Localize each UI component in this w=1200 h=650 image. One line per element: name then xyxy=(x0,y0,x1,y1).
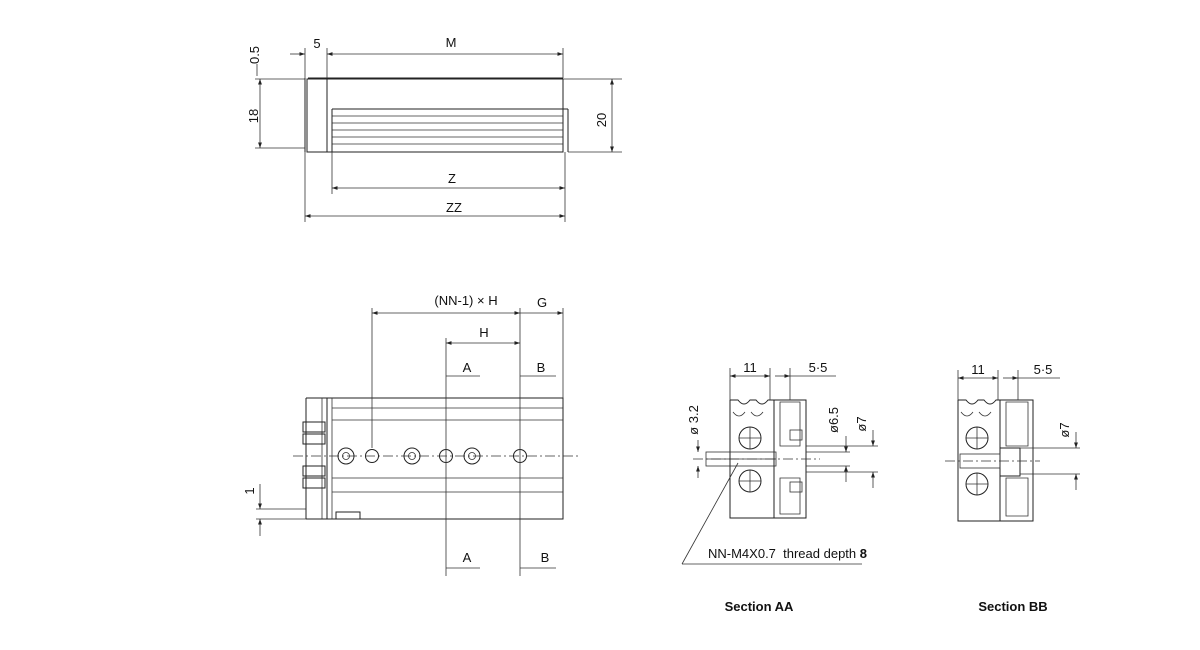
side-view: (NN-1) × H G H A B 1 A B xyxy=(242,293,578,576)
aa-dim-5-5-label: 5·5 xyxy=(809,360,828,375)
dim-20-label: 20 xyxy=(594,113,609,127)
section-aa-caption: Section AA xyxy=(725,599,794,614)
thread-callout: NN-M4X0.7 thread depth 8 xyxy=(708,546,867,561)
bb-dim-11-label: 11 xyxy=(971,362,985,377)
dim-g-label: G xyxy=(537,295,547,310)
dim-0-5-label: 0.5 xyxy=(247,46,262,64)
dim-1-label: 1 xyxy=(242,487,257,494)
top-view-body xyxy=(304,77,569,153)
dim-h-label: H xyxy=(479,325,488,340)
section-aa: 11 5·5 ø 3.2 ø6.5 ø7 NN-M4X0.7 thread de… xyxy=(681,360,878,614)
aa-dim-d3-2-label: ø 3.2 xyxy=(686,405,701,435)
top-view: 0.5 5 M 18 20 Z ZZ xyxy=(246,35,622,222)
section-bb-profile xyxy=(957,399,1034,522)
aa-dim-11-label: 11 xyxy=(743,360,757,375)
dim-z-label: Z xyxy=(448,171,456,186)
bb-dim-5-5-label: 5·5 xyxy=(1034,362,1053,377)
dim-5-label: 5 xyxy=(313,36,320,51)
aa-dim-d7-label: ø7 xyxy=(854,416,869,431)
dim-nn1h-label: (NN-1) × H xyxy=(434,293,497,308)
dim-b-top-label: B xyxy=(537,360,546,375)
dim-zz-label: ZZ xyxy=(446,200,462,215)
section-bb-caption: Section BB xyxy=(978,599,1047,614)
section-bb: 11 5·5 ø7 Section BB xyxy=(945,362,1080,614)
dim-m-label: M xyxy=(446,35,457,50)
thread-callout-text: NN-M4X0.7 thread depth xyxy=(708,546,860,561)
dim-a-bot-label: A xyxy=(463,550,472,565)
side-view-body xyxy=(302,397,564,520)
thread-depth-value: 8 xyxy=(860,546,867,561)
dim-a-top-label: A xyxy=(463,360,472,375)
aa-dim-d6-5-label: ø6.5 xyxy=(826,407,841,433)
dim-18-label: 18 xyxy=(246,109,261,123)
bb-dim-d7-label: ø7 xyxy=(1057,422,1072,437)
dim-b-bot-label: B xyxy=(541,550,550,565)
